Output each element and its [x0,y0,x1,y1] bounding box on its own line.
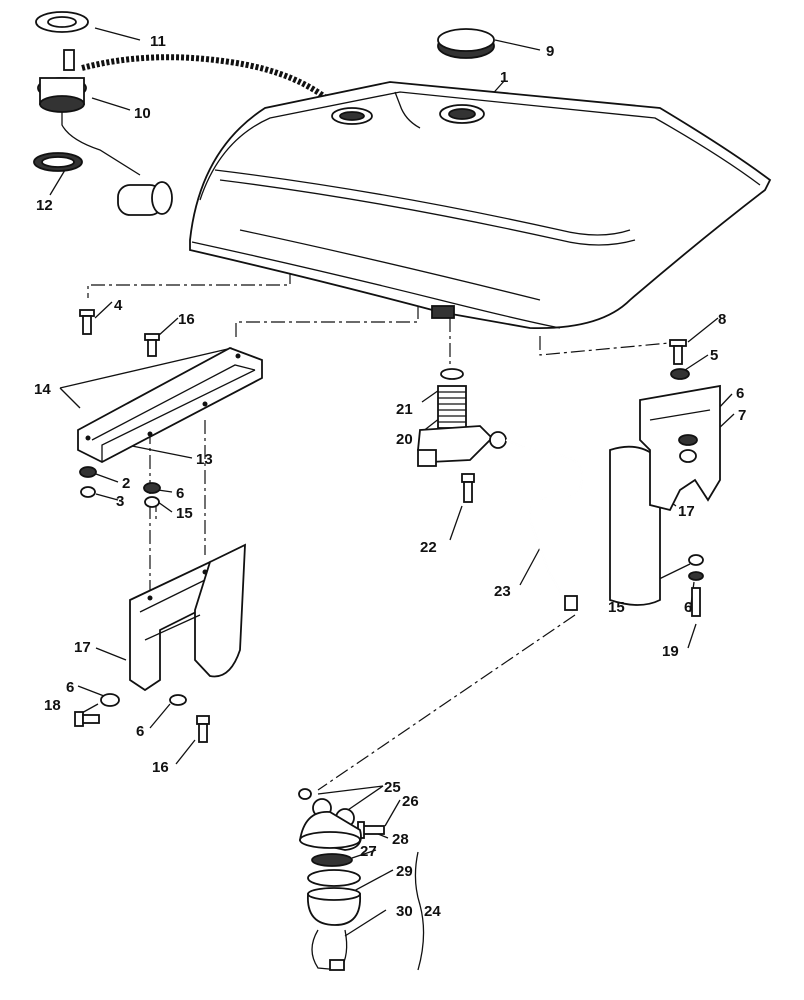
part-17-bracket-left [129,543,246,692]
callout-11: 11 [150,33,166,50]
part-11-gasket [35,11,89,33]
callout-1: 1 [500,69,508,86]
washer-2 [79,466,97,478]
callout-16-upper: 16 [178,311,195,328]
callout-6-lower-b: 6 [136,723,144,740]
bolt-4 [79,309,95,335]
nut-15-left [144,496,160,508]
callout-3: 3 [116,493,124,510]
callout-16-lower: 16 [152,759,169,776]
callout-21: 21 [396,401,413,418]
fuel-tank [189,81,772,329]
callout-2: 2 [122,475,130,492]
part-10-sender-unit [37,49,173,216]
callout-13: 13 [196,451,213,468]
stud-19 [691,587,701,617]
part-13-bracket [77,347,263,464]
callout-15-left: 15 [176,505,193,522]
part-21-o-ring [440,368,464,380]
part-28-gasket [307,869,361,887]
callout-23: 23 [494,583,511,600]
callout-5: 5 [710,347,718,364]
part-23-fuel-line [505,439,584,613]
washer-5 [670,368,690,380]
bolt-18 [74,711,100,727]
washer-6-lower-a [100,693,120,707]
part-20-valve [417,385,507,467]
callout-19: 19 [662,643,679,660]
callout-20: 20 [396,431,413,448]
bolt-16-lower [196,715,210,743]
washer-6-lower-b [169,694,187,706]
part-30-bail [311,929,348,971]
callout-14: 14 [34,381,51,398]
callout-17-right: 17 [678,503,695,520]
part-12-ring [33,152,83,172]
nut-3 [80,486,96,498]
part-17-bracket-right [609,384,721,606]
bolt-8 [669,339,687,365]
callout-30: 30 [396,903,413,920]
part-29-bowl [307,887,361,926]
callout-6-right-upper: 6 [736,385,744,402]
callout-6-lower-a: 6 [66,679,74,696]
callout-6-right-lower: 6 [684,599,692,616]
washer-6-right [688,571,704,581]
part-26-screw [357,821,385,839]
callout-17-left: 17 [74,639,91,656]
washer-6-left [143,482,161,494]
part-9-cap [437,28,495,59]
callout-10: 10 [134,105,151,122]
callout-25: 25 [384,779,401,796]
callout-29: 29 [396,863,413,880]
part-24-bowl-body [298,811,362,851]
callout-12: 12 [36,197,53,214]
callout-18: 18 [44,697,61,714]
callout-9: 9 [546,43,554,60]
callout-22: 22 [420,539,437,556]
callout-8: 8 [718,311,726,328]
nut-15-right [688,554,704,566]
callout-26: 26 [402,793,419,810]
callout-15-right: 15 [608,599,625,616]
callout-labels: 11 9 1 10 12 4 16 8 5 14 21 20 6 7 13 2 … [34,33,746,920]
callout-27: 27 [360,843,377,860]
callout-6-left: 6 [176,485,184,502]
callout-7: 7 [738,407,746,424]
callout-24: 24 [424,903,441,920]
bolt-16-upper [144,333,160,357]
part-22-bolt [461,473,475,503]
alignment-lines [87,270,681,791]
callout-28: 28 [392,831,409,848]
callout-4: 4 [114,297,123,314]
part-27-screen [311,853,353,867]
